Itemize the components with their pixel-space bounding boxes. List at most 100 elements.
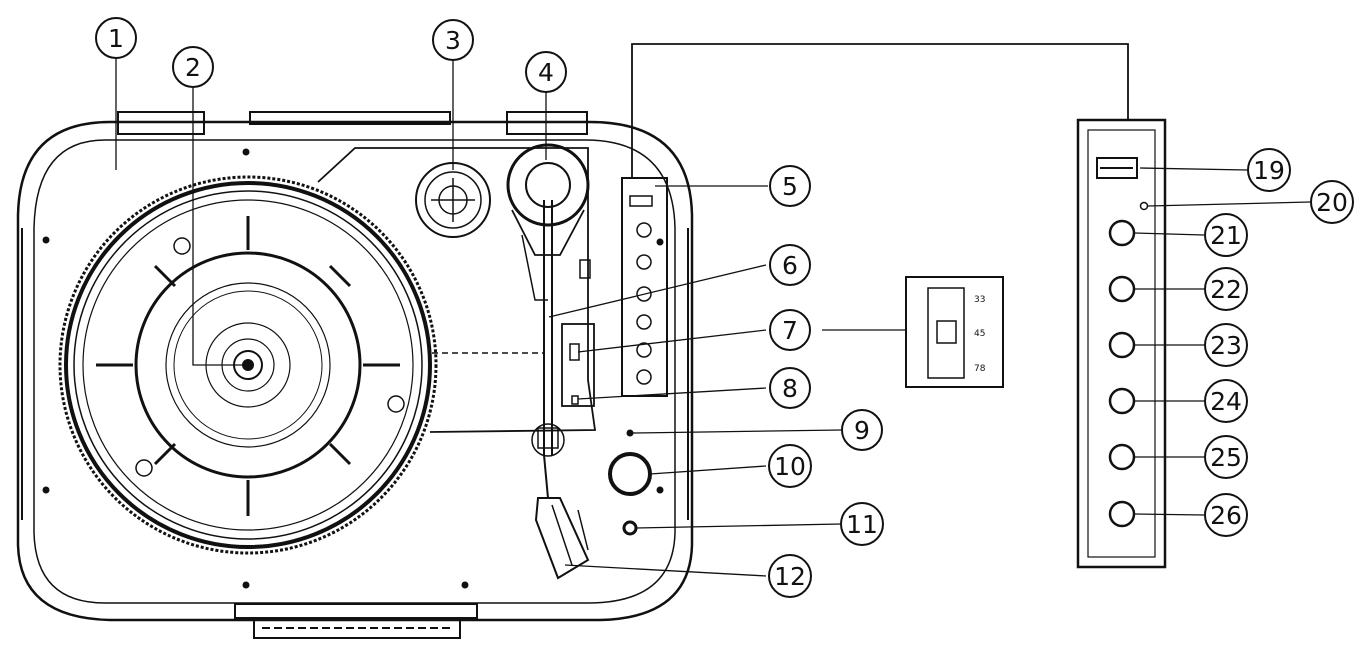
callout-label: 12 — [774, 562, 806, 591]
callout-circle — [1204, 435, 1248, 479]
callout-label: 9 — [854, 416, 870, 445]
platter-hole — [173, 237, 191, 255]
leader-21 — [1133, 232, 1205, 236]
platter-spoke — [153, 264, 177, 288]
tonearm-pivot — [511, 209, 585, 256]
finger-lift — [577, 509, 589, 551]
callout-circle — [1310, 180, 1354, 224]
turntable-body — [16, 111, 694, 639]
callout-label: 4 — [538, 58, 554, 87]
leader-6 — [548, 264, 767, 318]
callout-circle — [1204, 267, 1248, 311]
auto-stop-switch — [571, 395, 579, 405]
usb-slot — [629, 195, 653, 207]
leader-19 — [1139, 167, 1248, 171]
panel-button — [636, 222, 652, 238]
callout-circle — [769, 367, 811, 409]
panel-frame — [621, 177, 668, 397]
arm-clip — [537, 427, 559, 449]
callout-circle — [95, 17, 137, 59]
callout-circle — [840, 502, 884, 546]
callout-label: 1 — [108, 24, 124, 53]
leader-lines — [115, 58, 1311, 577]
callout-circle — [1247, 148, 1291, 192]
remote-button[interactable] — [1108, 219, 1136, 247]
leader-12 — [564, 564, 767, 577]
callout-circle — [1204, 323, 1248, 367]
counterweight — [525, 162, 571, 208]
leader-8 — [577, 387, 767, 400]
adapter-ring — [424, 171, 482, 229]
platter-strobe — [58, 175, 438, 555]
leader-7 — [577, 329, 767, 353]
speed-detail-knob — [936, 320, 957, 344]
platter-hole — [387, 395, 405, 413]
leader-26 — [1133, 513, 1205, 516]
platter-spoke — [153, 442, 177, 466]
callout-label: 10 — [774, 452, 806, 481]
leader-9 — [632, 429, 842, 434]
callout-circle — [432, 19, 474, 61]
volume-knob — [608, 452, 652, 496]
deck-plate — [317, 147, 597, 433]
speed-label-33: 33 — [974, 295, 985, 305]
callouts: 1 2 3 4 5 6 7 8 9 10 11 12 19 20 21 22 2… — [95, 17, 1354, 598]
headphone-jack — [622, 520, 638, 536]
screw — [242, 148, 250, 156]
speed-panel — [561, 323, 595, 407]
headshell-detail — [551, 504, 573, 566]
callout-label: 24 — [1210, 387, 1242, 416]
platter-spoke — [328, 442, 352, 466]
tonearm-base — [506, 143, 590, 227]
platter-edge — [73, 190, 423, 540]
callout-label: 21 — [1210, 221, 1242, 250]
screw — [42, 236, 50, 244]
connector-line — [631, 43, 1129, 178]
speed-label-78: 78 — [974, 364, 986, 374]
remote-button[interactable] — [1108, 275, 1136, 303]
callout-circle — [768, 554, 812, 598]
headshell — [534, 497, 590, 580]
remote-panel — [631, 43, 1167, 569]
outer-case — [16, 120, 694, 622]
screw — [42, 486, 50, 494]
panel-button — [636, 254, 652, 270]
callout-label: 19 — [1253, 156, 1285, 185]
remote-button[interactable] — [1108, 500, 1136, 528]
tonearm-assembly — [506, 143, 590, 580]
remote-button[interactable] — [1108, 443, 1136, 471]
leader-2 — [192, 88, 248, 366]
callout-label: 20 — [1316, 188, 1348, 217]
callout-label: 23 — [1210, 331, 1242, 360]
platter-mat — [82, 199, 414, 531]
leader-10 — [649, 465, 767, 475]
callout-label: 8 — [782, 374, 798, 403]
remote-button[interactable] — [1108, 387, 1136, 415]
record-groove-ring — [165, 282, 331, 448]
platter-hole — [135, 459, 153, 477]
speed-selector-detail: 33 45 78 — [905, 276, 1004, 388]
platter-rim — [64, 181, 432, 549]
callout-circle — [769, 309, 811, 351]
callout-circle — [769, 165, 811, 207]
callout-circle — [768, 444, 812, 488]
top-latch — [249, 111, 451, 125]
callout-label: 6 — [782, 251, 798, 280]
callout-circle — [1204, 379, 1248, 423]
panel-button — [636, 369, 652, 385]
panel-button — [636, 286, 652, 302]
remote-body — [1076, 118, 1167, 569]
callout-label: 7 — [782, 316, 798, 345]
screw — [656, 486, 664, 494]
remote-button[interactable] — [1108, 331, 1136, 359]
speed-detail-track — [927, 287, 965, 379]
remote-usb-port — [1096, 157, 1138, 179]
platter — [58, 175, 545, 555]
callout-label: 2 — [185, 53, 201, 82]
platter-spoke — [328, 264, 352, 288]
record-label-ring — [134, 251, 362, 479]
callout-label: 26 — [1210, 501, 1242, 530]
bottom-latch — [234, 603, 478, 619]
screw — [461, 581, 469, 589]
